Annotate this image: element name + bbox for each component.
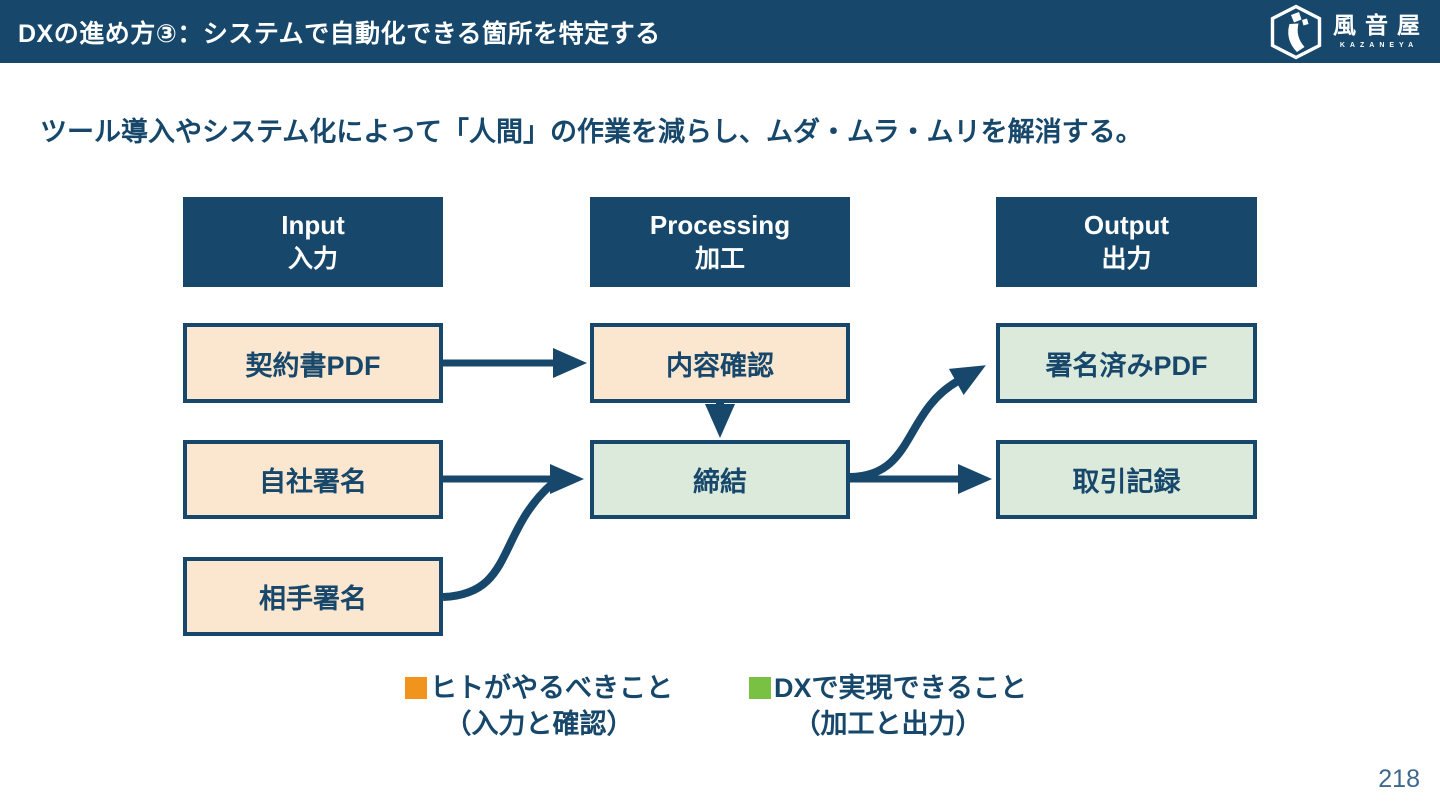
logo-subtext: KAZANEYA: [1339, 42, 1419, 49]
legend-human: ヒトがやるべきこと （入力と確認）: [405, 670, 673, 742]
column-header-processing-ja: 加工: [694, 245, 745, 273]
node-contract-pdf: 契約書PDF: [183, 323, 443, 403]
legend-human-swatch-icon: [405, 677, 427, 699]
node-conclusion: 締結: [590, 440, 850, 519]
legend-dx-label: DXで実現できること: [774, 673, 1027, 703]
column-header-input-en: Input: [281, 210, 345, 240]
column-header-input: Input 入力: [183, 197, 443, 287]
legend-dx-swatch-icon: [749, 677, 771, 699]
column-header-processing: Processing 加工: [590, 197, 850, 287]
kazaneya-logo-icon: [1270, 4, 1322, 59]
legend-dx: DXで実現できること （加工と出力）: [749, 670, 1027, 742]
node-partner-signature: 相手署名: [183, 557, 443, 636]
slide-subtitle: ツール導入やシステム化によって「人間」の作業を減らし、ムダ・ムラ・ムリを解消する…: [40, 117, 1143, 147]
column-header-input-ja: 入力: [287, 245, 338, 273]
node-transaction-record: 取引記録: [996, 440, 1257, 519]
header-bar: DXの進め方③：システムで自動化できる箇所を特定する 風音屋 KAZANEYA: [0, 0, 1440, 63]
kazaneya-logo: 風音屋 KAZANEYA: [1269, 4, 1420, 60]
legend-human-sublabel: （入力と確認）: [444, 709, 634, 739]
column-header-output-en: Output: [1083, 210, 1170, 240]
column-header-output-ja: 出力: [1101, 245, 1152, 273]
legend-dx-sublabel: （加工と出力）: [793, 709, 983, 739]
page-title: DXの進め方③：システムで自動化できる箇所を特定する: [18, 19, 661, 48]
logo-name: 風音屋: [1333, 12, 1429, 38]
page-number: 218: [1378, 765, 1420, 793]
logo-text: 風音屋 KAZANEYA: [1333, 14, 1420, 50]
node-content-check: 内容確認: [590, 323, 850, 403]
column-header-processing-en: Processing: [649, 210, 791, 240]
node-signed-pdf: 署名済みPDF: [996, 323, 1257, 403]
arrow-partnersignature-to-conclusion: [442, 479, 556, 601]
arrow-conclusion-to-signedpdf: [849, 365, 986, 481]
column-header-output: Output 出力: [996, 197, 1257, 287]
legend-human-label: ヒトがやるべきこと: [430, 673, 673, 703]
node-own-signature: 自社署名: [183, 440, 443, 519]
